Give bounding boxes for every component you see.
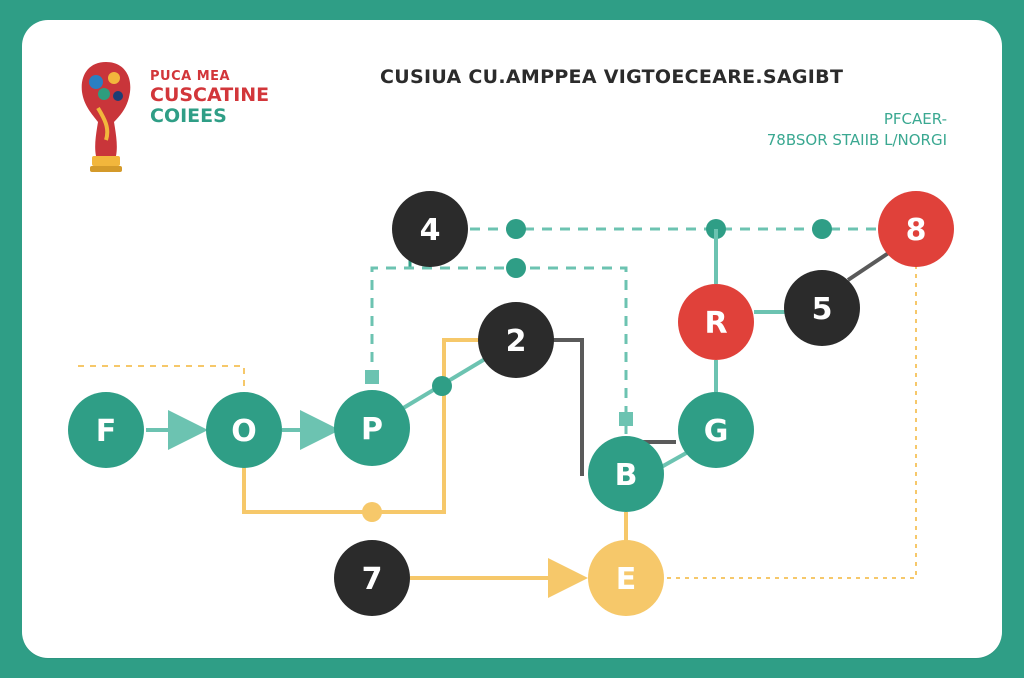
- svg-text:B: B: [615, 458, 638, 493]
- svg-text:4: 4: [420, 213, 441, 248]
- junction-dot: [362, 502, 382, 522]
- diagram-subtitle-2: 78BSOR STAIIB L/NORGI: [766, 131, 947, 149]
- node-O[interactable]: O: [206, 392, 282, 468]
- junction-dot: [506, 219, 526, 239]
- node-4[interactable]: 4: [392, 191, 468, 267]
- svg-text:7: 7: [362, 562, 383, 597]
- edge-dash-left: [78, 365, 245, 392]
- edge-P-B: [370, 266, 628, 438]
- logo-line2: CUSCATINE: [150, 84, 270, 106]
- svg-text:P: P: [361, 412, 383, 447]
- logo-trophy-icon: [81, 62, 131, 172]
- edge-5-8: [846, 250, 892, 282]
- svg-text:F: F: [96, 414, 117, 449]
- junction-dot: [506, 258, 526, 278]
- node-5[interactable]: 5: [784, 270, 860, 346]
- node-E[interactable]: E: [588, 540, 664, 616]
- logo-line3: COIEES: [150, 105, 227, 127]
- edge-2-B: [552, 338, 584, 476]
- node-2[interactable]: 2: [478, 302, 554, 378]
- node-F[interactable]: F: [68, 392, 144, 468]
- node-B[interactable]: B: [588, 436, 664, 512]
- node-8[interactable]: 8: [878, 191, 954, 267]
- svg-text:O: O: [231, 414, 257, 449]
- edge-O-2: [242, 338, 480, 514]
- logo-line1: PUCA MEA: [150, 69, 231, 84]
- node-R[interactable]: R: [678, 284, 754, 360]
- node-G[interactable]: G: [678, 392, 754, 468]
- svg-text:R: R: [704, 306, 727, 341]
- svg-text:E: E: [616, 562, 637, 597]
- port-marker: [619, 412, 633, 426]
- svg-text:G: G: [704, 414, 729, 449]
- port-marker: [365, 370, 379, 384]
- junction-dot: [812, 219, 832, 239]
- svg-text:5: 5: [812, 292, 833, 327]
- svg-text:2: 2: [506, 324, 527, 359]
- node-P[interactable]: P: [334, 390, 410, 466]
- svg-text:8: 8: [906, 213, 927, 248]
- node-7[interactable]: 7: [334, 540, 410, 616]
- logo-wordmark: PUCA MEA CUSCATINE COIEES: [150, 70, 269, 126]
- junction-dot: [432, 376, 452, 396]
- diagram-title: CUSIUA CU.AMPPEA VIGTOECEARE.SAGIBT: [380, 66, 844, 88]
- diagram-subtitle-1: PFCAER-: [883, 110, 947, 128]
